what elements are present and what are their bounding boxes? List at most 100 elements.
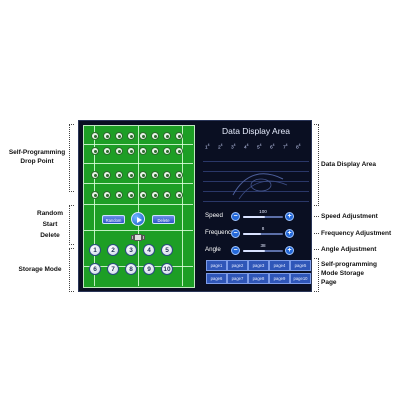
drop-point[interactable] xyxy=(139,191,147,199)
channel-label: 54 xyxy=(257,143,262,151)
channel-number: 4 xyxy=(244,145,247,151)
callout-tick xyxy=(314,249,319,250)
channel-sub: 4 xyxy=(220,143,223,147)
frequency-label: Frequency xyxy=(205,229,235,236)
trajectory-icon xyxy=(232,173,288,200)
callout-random: Random xyxy=(37,210,63,217)
angle-label: Angle xyxy=(205,246,221,253)
storage-slot[interactable]: 3 xyxy=(125,244,137,256)
drop-point[interactable] xyxy=(115,147,123,155)
start-button[interactable] xyxy=(131,212,145,226)
drop-point[interactable] xyxy=(151,171,159,179)
robot-icon xyxy=(131,232,145,243)
data-display-title: Data Display Area xyxy=(221,126,291,136)
channel-label: 84 xyxy=(296,143,301,151)
drop-point[interactable] xyxy=(103,191,111,199)
callout-self-programming-mode-storage-page: Self-programming Mode Storage Page xyxy=(321,261,377,286)
drop-point[interactable] xyxy=(91,147,99,155)
drop-point[interactable] xyxy=(163,132,171,140)
drop-point[interactable] xyxy=(163,147,171,155)
drop-point[interactable] xyxy=(139,171,147,179)
callout-tick xyxy=(314,216,319,217)
storage-page-button[interactable]: page4 xyxy=(269,260,290,271)
callout-bracket xyxy=(69,205,74,245)
drop-point[interactable] xyxy=(163,171,171,179)
frequency-slider-track[interactable] xyxy=(243,233,283,235)
angle-increase-button[interactable]: + xyxy=(285,246,294,255)
drop-point[interactable] xyxy=(115,191,123,199)
channel-number: 5 xyxy=(257,145,260,151)
drop-point[interactable] xyxy=(127,132,135,140)
drop-point[interactable] xyxy=(151,132,159,140)
angle-decrease-button[interactable]: − xyxy=(231,246,240,255)
channel-sub: 4 xyxy=(285,143,288,147)
channel-sub: 4 xyxy=(298,143,301,147)
delete-button[interactable]: Delete xyxy=(152,215,175,224)
drop-point[interactable] xyxy=(175,171,183,179)
channel-label: 34 xyxy=(231,143,236,151)
drop-point[interactable] xyxy=(175,147,183,155)
storage-page-button[interactable]: page2 xyxy=(227,260,248,271)
frequency-decrease-button[interactable]: − xyxy=(231,229,240,238)
callout-delete: Delete xyxy=(40,232,60,239)
storage-page-button[interactable]: page10 xyxy=(290,273,311,284)
callout-bracket xyxy=(314,124,319,206)
storage-slot[interactable]: 1 xyxy=(89,244,101,256)
frequency-value: 8 xyxy=(261,226,265,231)
storage-slot[interactable]: 5 xyxy=(161,244,173,256)
storage-slot[interactable]: 4 xyxy=(143,244,155,256)
storage-page-button[interactable]: page1 xyxy=(206,260,227,271)
storage-page-button[interactable]: page7 xyxy=(227,273,248,284)
drop-point[interactable] xyxy=(91,132,99,140)
callout-bracket xyxy=(69,124,74,192)
drop-point[interactable] xyxy=(103,171,111,179)
drop-point[interactable] xyxy=(91,191,99,199)
drop-point[interactable] xyxy=(163,191,171,199)
drop-point[interactable] xyxy=(151,191,159,199)
speed-increase-button[interactable]: + xyxy=(285,212,294,221)
storage-slot[interactable]: 6 xyxy=(89,263,101,275)
storage-page-button[interactable]: page6 xyxy=(206,273,227,284)
drop-point[interactable] xyxy=(151,147,159,155)
storage-slot[interactable]: 10 xyxy=(161,263,173,275)
drop-point[interactable] xyxy=(139,132,147,140)
callout-tick xyxy=(314,233,319,234)
drop-point[interactable] xyxy=(127,171,135,179)
court-line xyxy=(182,126,183,286)
frequency-slider-fill xyxy=(243,233,261,235)
drop-point[interactable] xyxy=(139,147,147,155)
drop-point[interactable] xyxy=(115,171,123,179)
court-line xyxy=(138,126,139,286)
drop-point[interactable] xyxy=(175,132,183,140)
drop-point[interactable] xyxy=(175,191,183,199)
storage-page-button[interactable]: page5 xyxy=(290,260,311,271)
channel-sub: 4 xyxy=(259,143,262,147)
storage-page-button[interactable]: page9 xyxy=(269,273,290,284)
frequency-increase-button[interactable]: + xyxy=(285,229,294,238)
angle-value: 38 xyxy=(260,243,266,248)
channel-label: 74 xyxy=(283,143,288,151)
storage-slot[interactable]: 8 xyxy=(125,263,137,275)
callout-bracket xyxy=(69,248,74,292)
speed-decrease-button[interactable]: − xyxy=(231,212,240,221)
drop-point[interactable] xyxy=(127,191,135,199)
channel-sub: 4 xyxy=(233,143,236,147)
storage-slot[interactable]: 9 xyxy=(143,263,155,275)
data-display-scope xyxy=(203,155,309,209)
drop-point[interactable] xyxy=(127,147,135,155)
storage-page-button[interactable]: page3 xyxy=(248,260,269,271)
channel-label: 24 xyxy=(218,143,223,151)
drop-point[interactable] xyxy=(91,171,99,179)
drop-point[interactable] xyxy=(115,132,123,140)
speed-label: Speed xyxy=(205,212,223,219)
callout-start: Start xyxy=(42,221,58,228)
channel-number: 8 xyxy=(296,145,299,151)
random-button[interactable]: Random xyxy=(102,215,125,224)
storage-slot[interactable]: 2 xyxy=(107,244,119,256)
channel-number: 2 xyxy=(218,145,221,151)
storage-slot[interactable]: 7 xyxy=(107,263,119,275)
storage-page-button[interactable]: page8 xyxy=(248,273,269,284)
court-line xyxy=(94,126,95,286)
drop-point[interactable] xyxy=(103,147,111,155)
drop-point[interactable] xyxy=(103,132,111,140)
